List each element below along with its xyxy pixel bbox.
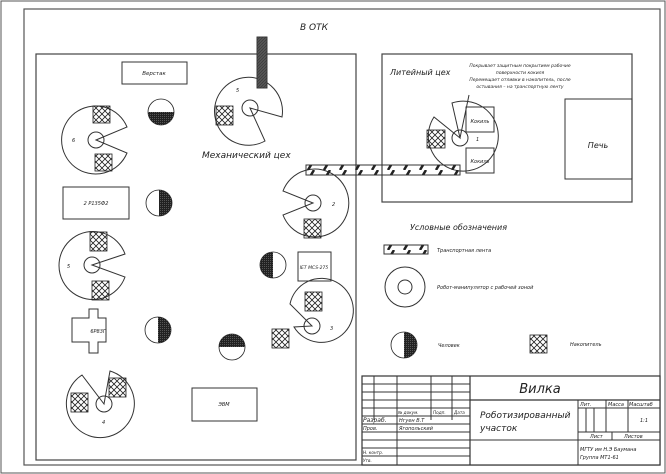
foundry-note: Перемещает отливки в накопитель, после [469,77,571,83]
title-block [361,375,661,466]
foundry-note: остывания – на транспортную ленту [476,85,563,90]
robot-number: 1 [476,137,479,143]
storage-icon [91,280,110,301]
robot-number: 2 [332,202,335,208]
robot-number: 5 [236,88,239,94]
legend-storage-icon [529,334,548,354]
foundry-note: поверхности кокиля [496,71,545,76]
col-header: № докум. [397,410,419,415]
storage-icon [108,377,127,398]
row-label: Н. контр. [363,450,383,455]
machine-label: 6Р83Г [90,329,107,335]
mold-label: Кокиль [470,119,489,125]
human-icon [147,98,175,126]
sheet-frame [23,8,661,466]
exit-post-overlay [256,36,268,89]
robot-5-top: 5 [214,76,283,146]
robot-number: 3 [330,326,333,332]
row-label: Разраб. [363,417,387,424]
storage-icon [303,218,322,239]
bench-label: Верстак [142,71,166,77]
human-icon [145,189,173,217]
legend-label: Человек [438,343,460,349]
transport-belt [305,164,461,176]
robot-6: 6 [61,105,128,175]
robot-number: 4 [102,420,105,426]
group: Группа МТ1-61 [580,455,619,461]
robot-4: 4 [65,370,135,439]
storage-icon [215,105,234,126]
legend-label: Накопитель [570,342,602,348]
exit-label: В ОТК [300,23,329,33]
col-header: Масса [608,402,624,408]
foundry-title: Литейный цех [389,68,451,77]
organization: МГТУ им Н.Э Баумана [580,447,636,453]
storage-icon [70,392,89,413]
legend-title: Условные обозначения [410,223,507,232]
storage-icon [92,105,111,124]
furnace-label: Печь [588,141,609,150]
machine-label: ЭВМ [217,402,230,408]
col-header: Листов [623,434,643,440]
robot-number: 5 [67,264,70,270]
mech-shop-boundary [35,53,357,461]
scale-value: 1:1 [640,418,648,424]
mold-top [465,106,495,133]
storage-icon [271,328,290,349]
legend-label: Робот-манипулятор с рабочей зоной [437,285,534,291]
col-header: Лист [589,434,604,440]
robot-number: 6 [72,138,75,144]
machine-iet-mcs-275 [297,251,332,282]
human-icon [259,251,287,279]
robot-5-left: 5 [58,231,126,301]
machine-2p135f2 [62,186,130,220]
robot-3: 3 [271,277,354,349]
human-icon [144,316,172,344]
drawing-subtitle: Роботизированный [480,411,571,421]
row-label: Пров. [363,426,378,432]
machine-label: 2 Р135Ф2 [84,201,109,207]
robot-2: 2 [282,168,350,239]
storage-icon [94,153,113,172]
col-header: Лит. [579,402,592,408]
storage-icon [304,291,323,312]
drawing-subtitle: участок [479,424,518,434]
storage-icon [426,129,446,149]
human-icon [218,333,246,361]
mold-label: Кокиль [470,159,489,165]
legend-robot-icon [384,266,426,308]
part-name: Вилка [519,382,561,397]
machine-label: IET MCS-275 [300,265,329,271]
foundry-note: Покрывает защитным покрытием рабочие [469,63,570,69]
storage-icon [89,231,108,252]
machine-6p83g [71,308,107,354]
furnace [564,98,633,180]
legend-label: Транспортная лента [437,248,491,254]
mech-shop-title: Механический цех [202,151,291,161]
col-header: Подп. [433,410,446,415]
developer-name: Нгуен В.Т [399,418,425,424]
legend-human-icon [390,331,418,359]
robot-1: 1 [426,94,499,172]
col-header: Масштаб [629,402,653,408]
mold-bottom [465,147,495,174]
col-header: Дата [453,410,465,415]
row-label: Утв. [363,458,372,463]
bench-box [121,61,188,85]
checker-name: Ягопольский [398,426,434,432]
legend-belt-icon [383,244,429,255]
computer-evm [191,387,258,422]
